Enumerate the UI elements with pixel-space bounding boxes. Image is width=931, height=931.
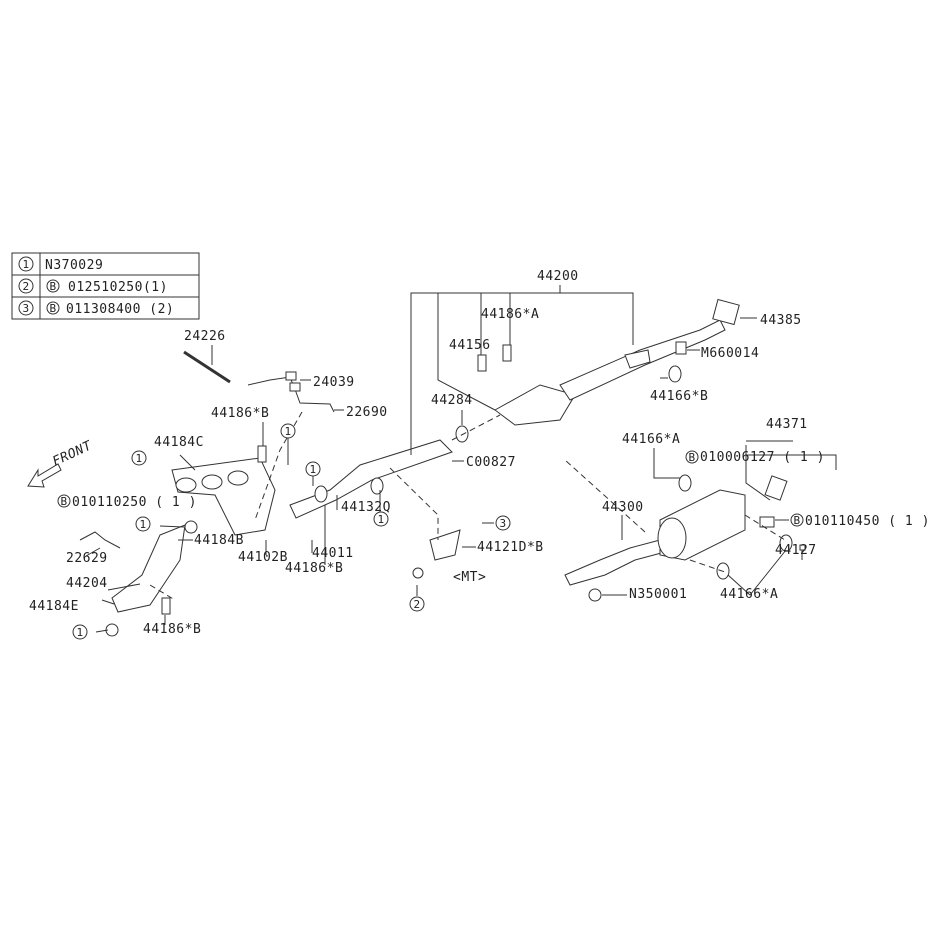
svg-text:B: B xyxy=(688,451,695,464)
part-label-44284[interactable]: 44284 xyxy=(431,393,473,408)
callout-1-icon xyxy=(135,516,151,532)
mt-note: <MT> xyxy=(453,570,486,585)
svg-text:1: 1 xyxy=(76,626,83,639)
leader-lines xyxy=(85,285,837,633)
svg-text:B: B xyxy=(60,495,67,508)
part-label-44127[interactable]: 44127 xyxy=(775,543,817,558)
part-label-010110250[interactable]: 010110250 ( 1 ) xyxy=(72,495,197,510)
part-label-44166A[interactable]: 44166*A xyxy=(622,432,680,447)
callout-1-icon xyxy=(373,511,389,527)
part-label-44385[interactable]: 44385 xyxy=(760,313,802,328)
part-label-44166B[interactable]: 44166*B xyxy=(650,389,708,404)
part-label-44156[interactable]: 44156 xyxy=(449,338,491,353)
legend-part-1: N370029 xyxy=(45,258,103,273)
part-label-44371[interactable]: 44371 xyxy=(766,417,808,432)
part-label-44121D-B[interactable]: 44121D*B xyxy=(477,540,544,555)
front-arrow-icon: FRONT xyxy=(27,438,95,488)
svg-text:B: B xyxy=(49,280,56,293)
part-label-M660014[interactable]: M660014 xyxy=(701,346,759,361)
part-label-24226[interactable]: 24226 xyxy=(184,329,226,344)
svg-text:1: 1 xyxy=(135,452,142,465)
part-label-22690[interactable]: 22690 xyxy=(346,405,388,420)
callout-1-icon xyxy=(280,423,296,439)
part-label-010110450[interactable]: 010110450 ( 1 ) xyxy=(805,514,930,529)
part-label-44186A[interactable]: 44186*A xyxy=(481,307,539,322)
part-labels: 44200 44186*A 44385 44156 M660014 24226 … xyxy=(29,269,930,637)
svg-text:1: 1 xyxy=(284,425,291,438)
svg-text:1: 1 xyxy=(309,463,316,476)
part-label-44186B[interactable]: 44186*B xyxy=(211,406,269,421)
part-label-44184E[interactable]: 44184E xyxy=(29,599,79,614)
bolt-b-icon xyxy=(46,301,60,315)
callout-1-icon xyxy=(305,461,321,477)
part-label-44300[interactable]: 44300 xyxy=(602,500,644,515)
part-label-24039[interactable]: 24039 xyxy=(313,375,355,390)
callouts: 1 1 1 1 1 1 2 3 xyxy=(72,423,511,640)
callout-1-icon xyxy=(72,624,88,640)
part-label-C00827[interactable]: C00827 xyxy=(466,455,516,470)
part-label-44011[interactable]: 44011 xyxy=(312,546,354,561)
callout-1-icon xyxy=(131,450,147,466)
bolt-b-icon xyxy=(685,450,699,464)
svg-text:B: B xyxy=(49,302,56,315)
callout-1-icon xyxy=(18,256,34,272)
callout-3-icon xyxy=(18,300,34,316)
part-label-44102B[interactable]: 44102B xyxy=(238,550,288,565)
svg-text:2: 2 xyxy=(22,280,29,293)
bolt-b-icon xyxy=(790,513,804,527)
callout-3-icon xyxy=(495,515,511,531)
bolt-b-icon xyxy=(46,279,60,293)
svg-text:3: 3 xyxy=(499,517,506,530)
legend-part-3: 011308400 (2) xyxy=(66,302,174,317)
part-label-44184C[interactable]: 44184C xyxy=(154,435,204,450)
svg-text:FRONT: FRONT xyxy=(50,438,95,469)
callout-2-icon xyxy=(18,278,34,294)
svg-text:1: 1 xyxy=(377,513,384,526)
part-label-44186B[interactable]: 44186*B xyxy=(285,561,343,576)
svg-text:B: B xyxy=(793,514,800,527)
part-label-44132Q[interactable]: 44132Q xyxy=(341,500,391,515)
part-label-N350001[interactable]: N350001 xyxy=(629,587,687,602)
svg-text:1: 1 xyxy=(139,518,146,531)
dashed-guides xyxy=(149,411,786,601)
part-label-44166A[interactable]: 44166*A xyxy=(720,587,778,602)
part-label-44186B[interactable]: 44186*B xyxy=(143,622,201,637)
part-label-010006127[interactable]: 010006127 ( 1 ) xyxy=(700,450,825,465)
callout-2-icon xyxy=(409,596,425,612)
legend-table: 1 N370029 2 B 012510250(1) 3 B 011308400… xyxy=(11,252,200,320)
part-label-44184B[interactable]: 44184B xyxy=(194,533,244,548)
part-label-22629[interactable]: 22629 xyxy=(66,551,108,566)
legend-part-2: 012510250(1) xyxy=(68,280,168,295)
svg-text:3: 3 xyxy=(22,302,29,315)
part-label-44200[interactable]: 44200 xyxy=(537,269,579,284)
bolt-b-icon xyxy=(57,494,71,508)
part-label-44204[interactable]: 44204 xyxy=(66,576,108,591)
svg-text:2: 2 xyxy=(413,598,420,611)
svg-text:1: 1 xyxy=(22,258,29,271)
